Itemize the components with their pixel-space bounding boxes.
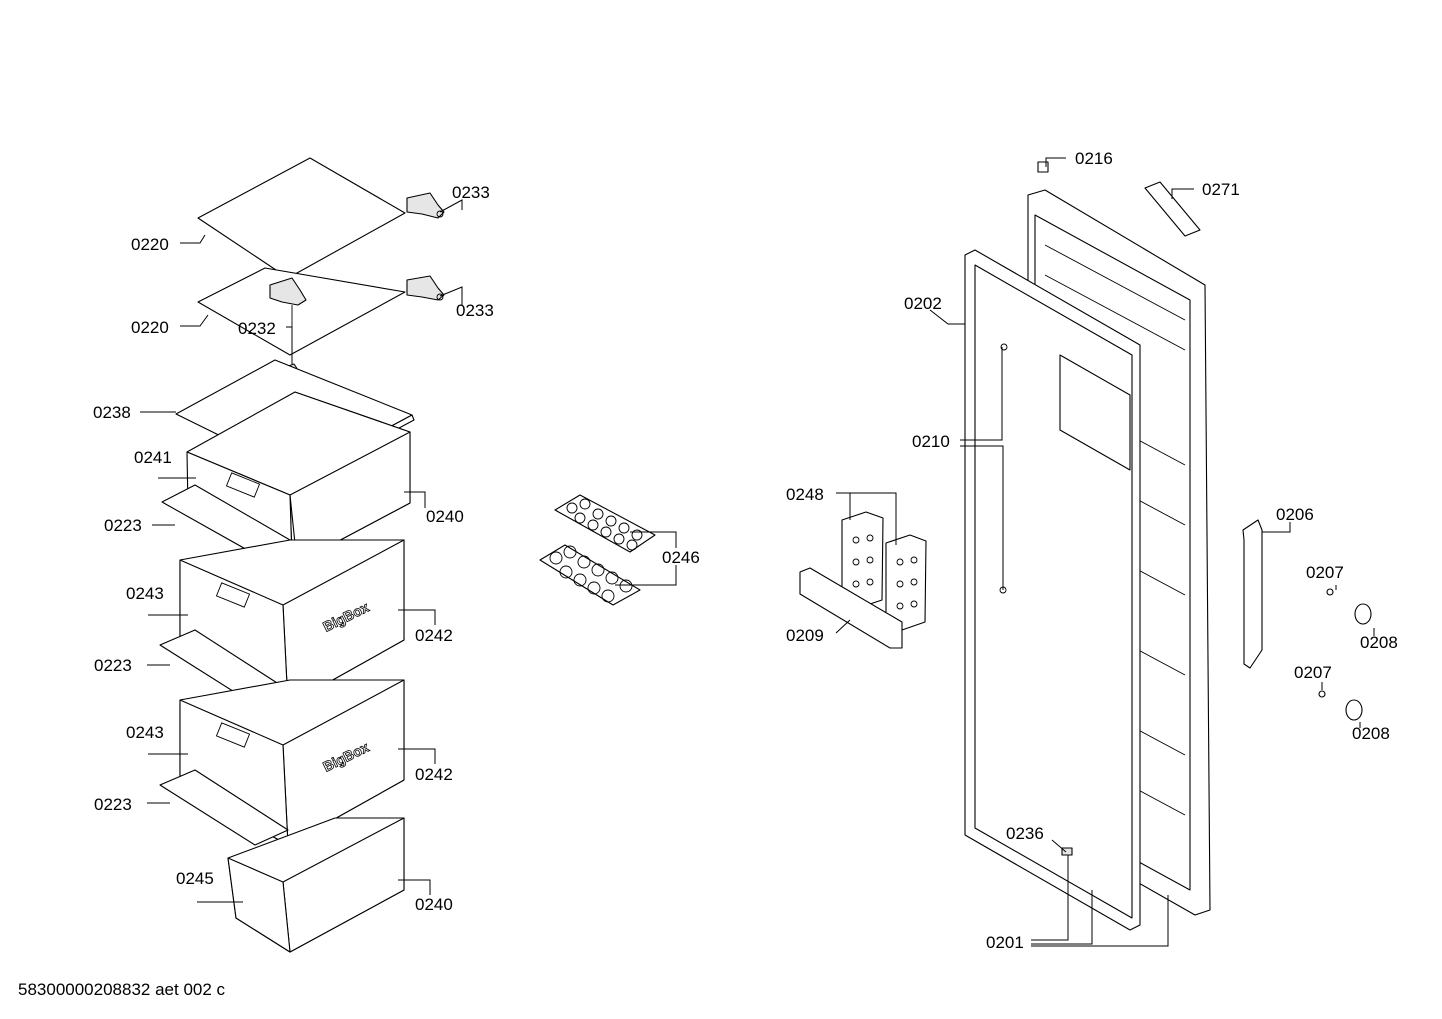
callout-0233-top: 0233 (452, 183, 490, 202)
door-bottom-clip (1061, 847, 1073, 856)
handle-cap-upper (1354, 603, 1372, 625)
callout-0240-top: 0240 (426, 507, 464, 526)
drawer-bottom (227, 817, 405, 953)
callout-0220-second: 0220 (131, 318, 169, 337)
callout-0246: 0246 (662, 548, 700, 567)
glass-shelf-top (197, 157, 406, 279)
callout-0208-upper: 0208 (1360, 633, 1398, 652)
callout-0238: 0238 (93, 403, 131, 422)
callout-0242-upper: 0242 (415, 626, 453, 645)
handle-screw-lower (1318, 690, 1326, 698)
door-gasket (964, 249, 1141, 931)
door-handle (1242, 519, 1263, 669)
drawer-tray-lower (159, 769, 289, 846)
callout-0201: 0201 (986, 933, 1024, 952)
callout-0236: 0236 (1006, 824, 1044, 843)
callout-0241: 0241 (134, 448, 172, 467)
ice-tray-lower (539, 544, 641, 606)
callout-0223-middle: 0223 (94, 656, 132, 675)
document-number: 58300000208832 aet 002 c (18, 980, 226, 999)
callout-0245: 0245 (176, 869, 214, 888)
door-inner-window (1059, 354, 1131, 471)
callout-0240-bottom: 0240 (415, 895, 453, 914)
callout-0207-upper: 0207 (1306, 563, 1344, 582)
callout-0223-lower: 0223 (94, 795, 132, 814)
callout-0202: 0202 (904, 294, 942, 313)
shelf-support-middle-upper (269, 277, 307, 306)
leader-lines (140, 157, 1375, 947)
callout-0209: 0209 (786, 626, 824, 645)
callout-0243-upper: 0243 (126, 584, 164, 603)
callout-0242-lower: 0242 (415, 765, 453, 784)
callout-0216: 0216 (1075, 149, 1113, 168)
callout-0248: 0248 (786, 485, 824, 504)
door-label-plate (1144, 181, 1201, 237)
shelf-support-right-second (406, 275, 445, 301)
bigbox-drawer-lower: BigBox (179, 679, 405, 846)
callout-0220-top: 0220 (131, 235, 169, 254)
glass-shelf-second (197, 267, 406, 356)
callout-0243-lower: 0243 (126, 723, 164, 742)
callout-0233-second: 0233 (456, 301, 494, 320)
door-flap (799, 567, 903, 649)
handle-cap-lower (1345, 699, 1363, 721)
handle-screw-upper (1326, 588, 1334, 596)
callout-0232: 0232 (238, 319, 276, 338)
shelf-support-right-top (406, 192, 445, 219)
ice-tray-upper (554, 494, 656, 553)
callout-labels: 0216 0271 0233 0233 0220 0220 0232 0238 … (93, 149, 1398, 952)
callout-0207-lower: 0207 (1294, 663, 1332, 682)
callout-0223-top: 0223 (104, 516, 142, 535)
callout-0271: 0271 (1202, 180, 1240, 199)
callout-0210: 0210 (912, 432, 950, 451)
callout-0206: 0206 (1276, 505, 1314, 524)
callout-0208-lower: 0208 (1352, 724, 1390, 743)
door-top-cap (1037, 161, 1049, 173)
